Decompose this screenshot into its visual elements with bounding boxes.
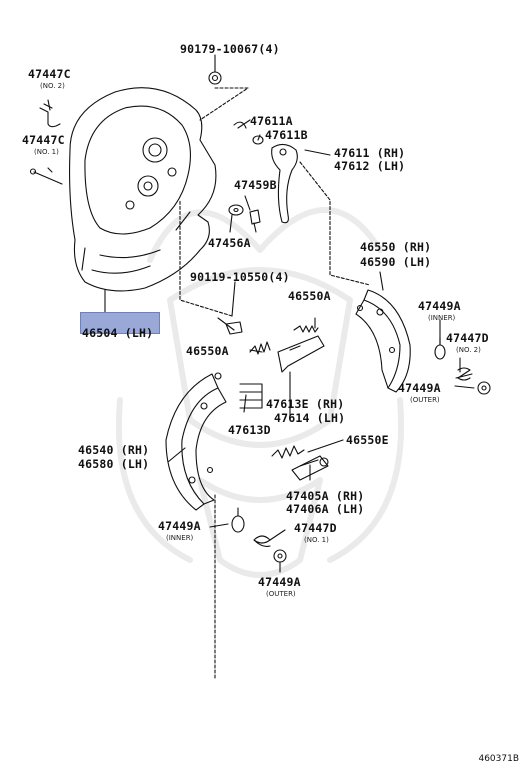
shoe-46550 [355, 289, 411, 393]
label-47447c-no2[interactable]: 47447C [28, 67, 71, 81]
leader-lines [47, 54, 475, 681]
bracket-47447c-no2 [39, 103, 61, 128]
note-47449a-outer-r: (OUTER) [410, 396, 440, 404]
backing-plate [69, 87, 217, 292]
cup-47449a-outer-l [273, 549, 287, 563]
spring-47447d-no1 [253, 535, 271, 547]
label-47447d-no2[interactable]: 47447D [446, 331, 489, 345]
bolt-90119 [217, 317, 243, 335]
pin-47447c-no1 [29, 168, 63, 185]
spring-46550a-mid [249, 341, 271, 355]
adjuster-47405a [291, 455, 329, 481]
note-47447c-no2: (NO. 2) [40, 82, 65, 90]
label-46550e[interactable]: 46550E [346, 433, 389, 447]
label-46540[interactable]: 46540 (RH) [78, 443, 150, 457]
washer-47611b [252, 135, 264, 145]
label-47611b[interactable]: 47611B [265, 128, 308, 142]
pin-47449a-inner-l [231, 507, 245, 533]
label-47449a-inner-l[interactable]: 47449A [158, 519, 201, 533]
bolt-47459b [249, 209, 261, 233]
note-47447d-no1: (NO. 1) [304, 536, 329, 544]
note-47449a-inner-l: (INNER) [166, 534, 194, 542]
clip-47611a [233, 121, 247, 129]
label-46590[interactable]: 46590 (LH) [360, 255, 432, 269]
label-46550a-top[interactable]: 46550A [288, 289, 331, 303]
label-47613d[interactable]: 47613D [228, 423, 271, 437]
pin-47449a-inner-r [434, 337, 446, 360]
note-47449a-inner-r: (INNER) [428, 314, 456, 322]
spring-47447d-no2 [455, 367, 473, 381]
label-47449a-outer-r[interactable]: 47449A [398, 381, 441, 395]
label-90119[interactable]: 90119-10550(4) [190, 270, 290, 284]
label-47405a[interactable]: 47405A (RH) [286, 489, 365, 503]
cup-47449a-outer-r [477, 381, 491, 395]
label-46550[interactable]: 46550 (RH) [360, 240, 432, 254]
note-47449a-outer-l: (OUTER) [266, 590, 296, 598]
label-46550a-mid[interactable]: 46550A [186, 344, 229, 358]
label-47611a[interactable]: 47611A [250, 114, 293, 128]
label-47447d-no1[interactable]: 47447D [294, 521, 337, 535]
shoe-46540 [165, 372, 227, 511]
figure-id: 460371B [478, 754, 519, 764]
spring-46550e [271, 445, 305, 459]
nut-90179 [208, 71, 222, 85]
label-47447c-no1[interactable]: 47447C [22, 133, 65, 147]
strut-47613e [277, 335, 325, 373]
note-47447c-no1: (NO. 1) [34, 148, 59, 156]
label-47613e[interactable]: 47613E (RH) [266, 397, 345, 411]
spring-46550a-top [293, 325, 319, 333]
label-47459b[interactable]: 47459B [234, 178, 277, 192]
label-46504[interactable]: 46504 (LH) [82, 326, 154, 340]
lever-47611 [271, 143, 298, 224]
label-47456a[interactable]: 47456A [208, 236, 251, 250]
note-47447d-no2: (NO. 2) [456, 346, 481, 354]
label-47611[interactable]: 47611 (RH) [334, 146, 406, 160]
label-47449a-inner-r[interactable]: 47449A [418, 299, 461, 313]
washer-47456a [228, 204, 244, 216]
highlight-46504[interactable] [80, 312, 160, 334]
label-47614[interactable]: 47614 (LH) [274, 411, 346, 425]
label-90179[interactable]: 90179-10067(4) [180, 42, 280, 56]
label-46580[interactable]: 46580 (LH) [78, 457, 150, 471]
watermark-emblem [115, 207, 405, 578]
label-47406a[interactable]: 47406A (LH) [286, 502, 365, 516]
label-47449a-outer-l[interactable]: 47449A [258, 575, 301, 589]
label-47612[interactable]: 47612 (LH) [334, 159, 406, 173]
clip-47613d [239, 383, 263, 409]
